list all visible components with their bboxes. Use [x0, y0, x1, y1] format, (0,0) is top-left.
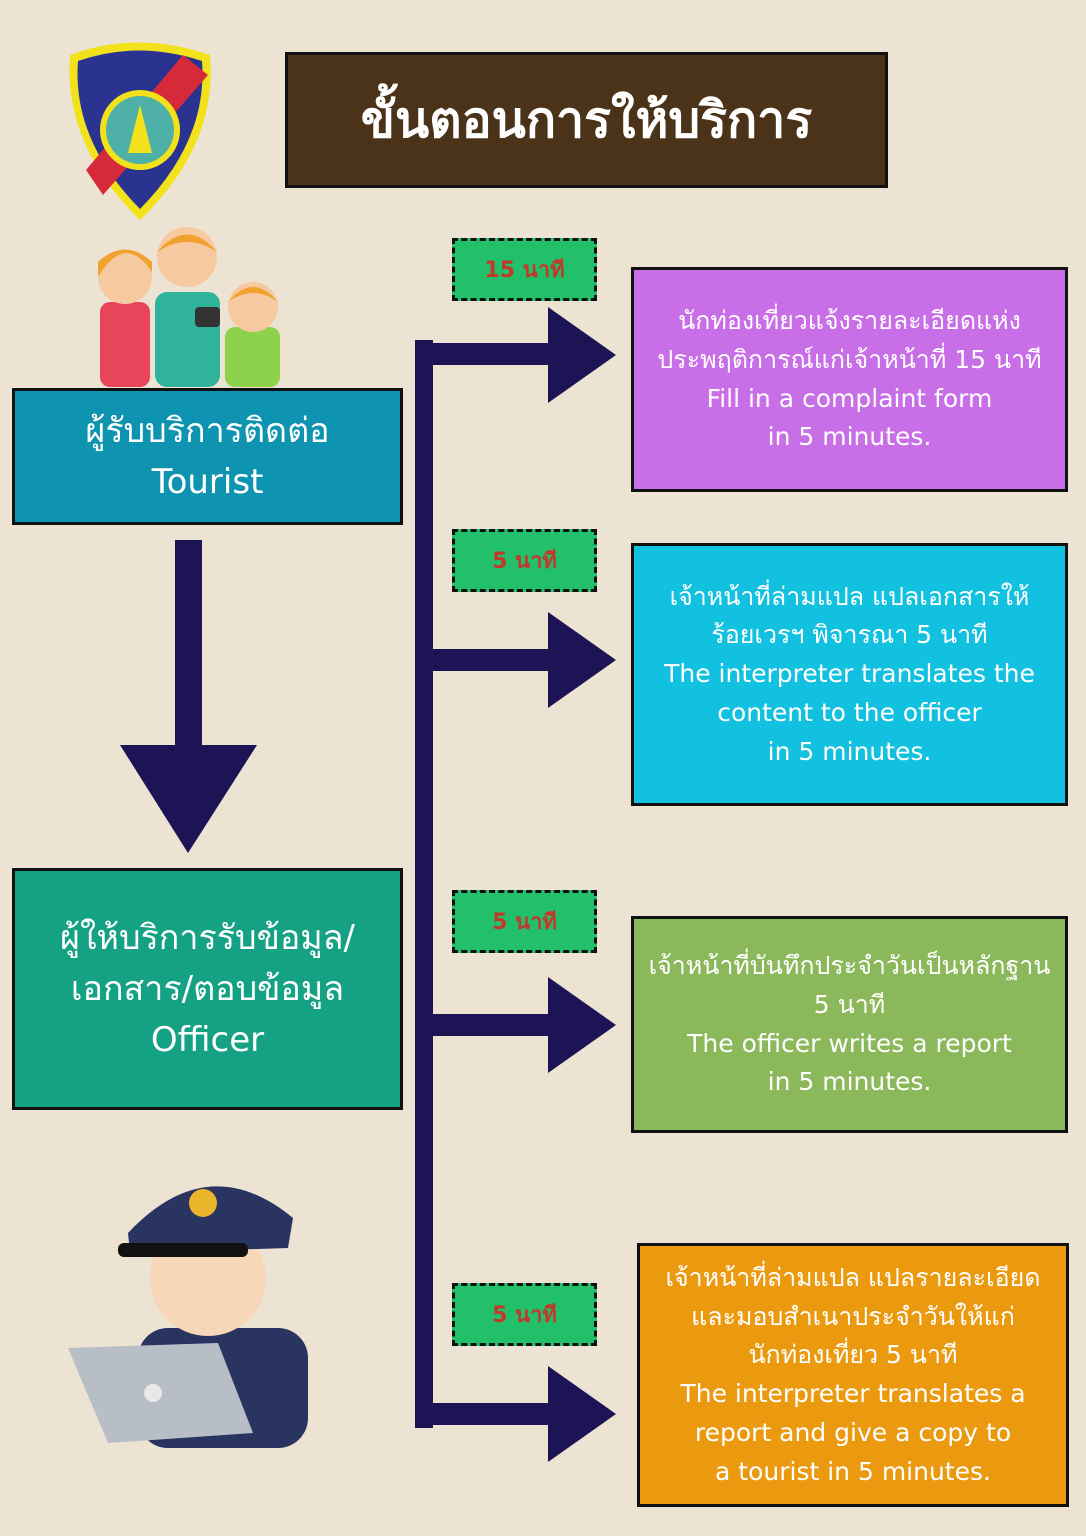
step-text: content to the officer: [717, 697, 982, 727]
step-text: in 5 minutes.: [767, 422, 932, 452]
step-text: in 5 minutes.: [767, 736, 932, 766]
tourist-family-illustration: [98, 227, 280, 387]
vertical-connector: [415, 340, 433, 1428]
arrow-shaft: [415, 343, 555, 365]
tourist-box-thai: ผู้รับบริการติดต่อ: [85, 410, 330, 451]
step-text: in 5 minutes.: [767, 1067, 932, 1097]
arrow-shaft: [415, 649, 555, 671]
officer-box-english: Officer: [150, 1019, 265, 1060]
step-box: เจ้าหน้าที่บันทึกประจำวันเป็นหลักฐาน 5 น…: [631, 916, 1068, 1133]
step-text: report and give a copy to: [694, 1417, 1012, 1447]
step-text: 5 นาที: [813, 989, 886, 1019]
right-arrow-head: [548, 307, 616, 403]
time-badge: 15 นาที: [452, 238, 597, 301]
page-title: ขั้นตอนการให้บริการ: [285, 52, 888, 188]
step-text: The officer writes a report: [687, 1028, 1012, 1058]
step-text: เจ้าหน้าที่บันทึกประจำวันเป็นหลักฐาน: [648, 951, 1051, 980]
down-arrow-shaft: [175, 540, 202, 750]
step-box: เจ้าหน้าที่ล่ามแปล แปลรายละเอียด และมอบส…: [637, 1243, 1069, 1507]
tourist-box-english: Tourist: [151, 461, 264, 502]
arrow-shaft: [415, 1014, 555, 1036]
right-arrow-head: [548, 977, 616, 1073]
officer-box-thai-2: เอกสาร/ตอบข้อมูล: [70, 968, 345, 1009]
officer-box-thai-1: ผู้ให้บริการรับข้อมูล/: [60, 917, 355, 958]
officer-box: ผู้ให้บริการรับข้อมูล/ เอกสาร/ตอบข้อมูล …: [12, 868, 403, 1110]
down-arrow-head: [120, 745, 257, 853]
step-text: นักท่องเที่ยวแจ้งรายละเอียดแห่ง: [678, 306, 1021, 335]
step-text: เจ้าหน้าที่ล่ามแปล แปลเอกสารให้: [669, 581, 1030, 611]
step-text: นักท่องเที่ยว 5 นาที: [748, 1340, 958, 1370]
officer-illustration: [68, 1186, 308, 1448]
step-text: และมอบสำเนาประจำวันให้แก่: [691, 1301, 1015, 1331]
tourist-box: ผู้รับบริการติดต่อ Tourist: [12, 388, 403, 525]
right-arrow-head: [548, 612, 616, 708]
time-badge: 5 นาที: [452, 1283, 597, 1346]
arrow-shaft: [415, 1403, 555, 1425]
step-text: a tourist in 5 minutes.: [715, 1456, 991, 1486]
right-arrow-head: [548, 1366, 616, 1462]
tourist-police-logo: [69, 42, 211, 220]
time-badge: 5 นาที: [452, 529, 597, 592]
step-box: เจ้าหน้าที่ล่ามแปล แปลเอกสารให้ ร้อยเวรฯ…: [631, 543, 1068, 806]
step-text: เจ้าหน้าที่ล่ามแปล แปลรายละเอียด: [665, 1262, 1041, 1292]
step-text: ร้อยเวรฯ พิจารณา 5 นาที: [711, 620, 988, 650]
step-text: Fill in a complaint form: [706, 383, 993, 413]
step-text: The interpreter translates the: [664, 659, 1035, 689]
time-badge: 5 นาที: [452, 890, 597, 953]
step-text: The interpreter translates a: [680, 1379, 1026, 1408]
step-text: ประพฤติการณ์แก่เจ้าหน้าที่ 15 นาที: [657, 344, 1042, 374]
step-box: นักท่องเที่ยวแจ้งรายละเอียดแห่ง ประพฤติก…: [631, 267, 1068, 492]
